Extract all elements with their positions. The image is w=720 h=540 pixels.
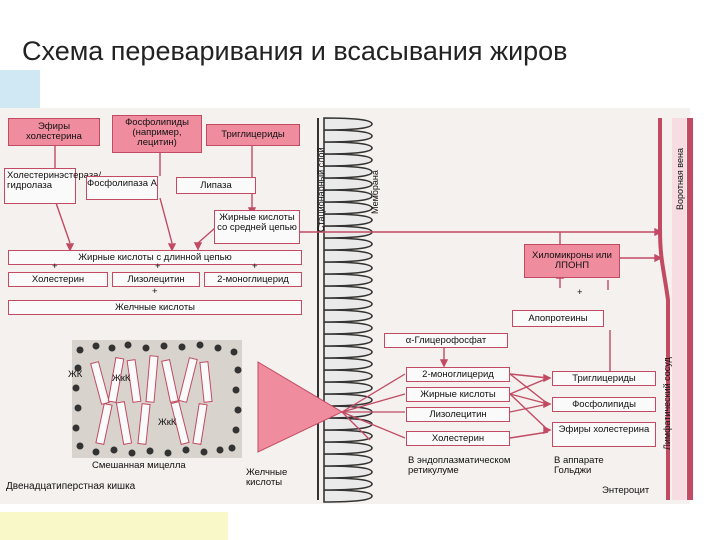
cholesterol-label: Холестерин [31, 274, 85, 285]
lipase-box: Липаза [176, 177, 256, 194]
duodenum-label: Двенадцатиперстная кишка [6, 481, 136, 492]
villi-membrane [317, 117, 373, 503]
plus-2: + [155, 261, 161, 272]
medium-fa-box: Жирные кислоты со средней цепью [214, 210, 300, 244]
golgi-item-2-label: Фосфолипиды [572, 399, 636, 410]
phospholipids-box: Фосфолипиды (например, лецитин) [112, 115, 202, 153]
micelle-zhk-label: ЖК [68, 369, 83, 380]
apoproteins-label: Апопротеины [528, 313, 588, 324]
stationary-layer-label: Стационарный слой [316, 147, 326, 232]
er-item-3-label: Лизолецитин [429, 409, 487, 420]
long-fa-label: Жирные кислоты с длинной цепью [78, 252, 232, 263]
enterocyte-label: Энтероцит [602, 485, 650, 496]
bottom-highlight [0, 512, 228, 540]
cholesterol-box: Холестерин [8, 272, 108, 287]
page-title: Схема переваривания и всасывания жиров [22, 36, 568, 66]
membrane-label: Мембрана [370, 170, 380, 214]
bile-acids-label: Желчные кислоты [114, 302, 196, 313]
er-location-label: В эндоплазматическом ретикулуме [408, 455, 511, 476]
portal-vein-label: Воротная вена [675, 148, 685, 210]
chylomicrons-box: Хиломикроны или ЛПОНП [524, 244, 620, 278]
golgi-item-1-label: Триглицериды [572, 373, 636, 384]
er-item-2-label: Жирные кислоты [420, 389, 496, 400]
monoglyceride-box: 2-моноглицерид [204, 272, 302, 287]
phospholipids-label: Фосфолипиды (например, лецитин) [125, 117, 189, 148]
medium-fa-label: Жирные кислоты со средней цепью [217, 212, 297, 233]
lymph-vessel-label: Лимфатический сосуд [662, 357, 672, 450]
golgi-location-label: В аппарате Гольджи [554, 455, 604, 476]
phospholipase-box: Фосфолипаза А [86, 176, 158, 200]
apoproteins-box: Апопротеины [512, 310, 604, 327]
cholesterol-esterase-box: Холестеринэстераза/гидролаза [4, 168, 101, 204]
er-item-1: 2-моноглицерид [406, 367, 510, 382]
cholesterol-esters-box: Эфиры холестерина [8, 118, 100, 146]
phospholipase-label: Фосфолипаза А [87, 178, 157, 189]
golgi-item-1: Триглицериды [552, 371, 656, 386]
long-fa-box: Жирные кислоты с длинной цепью [8, 250, 302, 265]
cholesterol-esters-label: Эфиры холестерина [26, 121, 82, 142]
golgi-item-3-label: Эфиры холестерина [558, 424, 650, 435]
plus-4: + [152, 286, 158, 297]
lipase-label: Липаза [200, 180, 232, 191]
bile-acids-2-label: Желчные кислоты [246, 467, 288, 488]
er-item-4-label: Холестерин [431, 433, 485, 444]
golgi-item-3: Эфиры холестерина [552, 422, 656, 447]
er-item-1-label: 2-моноглицерид [422, 369, 494, 380]
bile-acids-box: Желчные кислоты [8, 300, 302, 315]
glycerophosphate-box: α-Глицерофосфат [384, 333, 508, 348]
chylomicrons-label: Хиломикроны или ЛПОНП [531, 250, 612, 271]
micelle-label: Смешанная мицелла [92, 460, 186, 471]
er-item-3: Лизолецитин [406, 407, 510, 422]
plus-5: + [577, 287, 583, 298]
er-item-2: Жирные кислоты [406, 387, 510, 402]
micelle-zhkk-label: ЖкК [112, 373, 131, 384]
plus-3: + [252, 261, 258, 272]
triglycerides-label: Триглицериды [221, 129, 285, 140]
plus-1: + [52, 261, 58, 272]
glycerophosphate-label: α-Глицерофосфат [405, 335, 487, 346]
monoglyceride-label: 2-моноглицерид [217, 274, 289, 285]
lysolecithin-label: Лизолецитин [127, 274, 185, 285]
micelle-zhkk-label-2: ЖкК [158, 417, 177, 428]
lysolecithin-box: Лизолецитин [112, 272, 200, 287]
golgi-item-2: Фосфолипиды [552, 397, 656, 412]
er-item-4: Холестерин [406, 431, 510, 446]
triglycerides-box: Триглицериды [206, 124, 300, 146]
cholesterol-esterase-label: Холестеринэстераза/гидролаза [7, 170, 102, 191]
